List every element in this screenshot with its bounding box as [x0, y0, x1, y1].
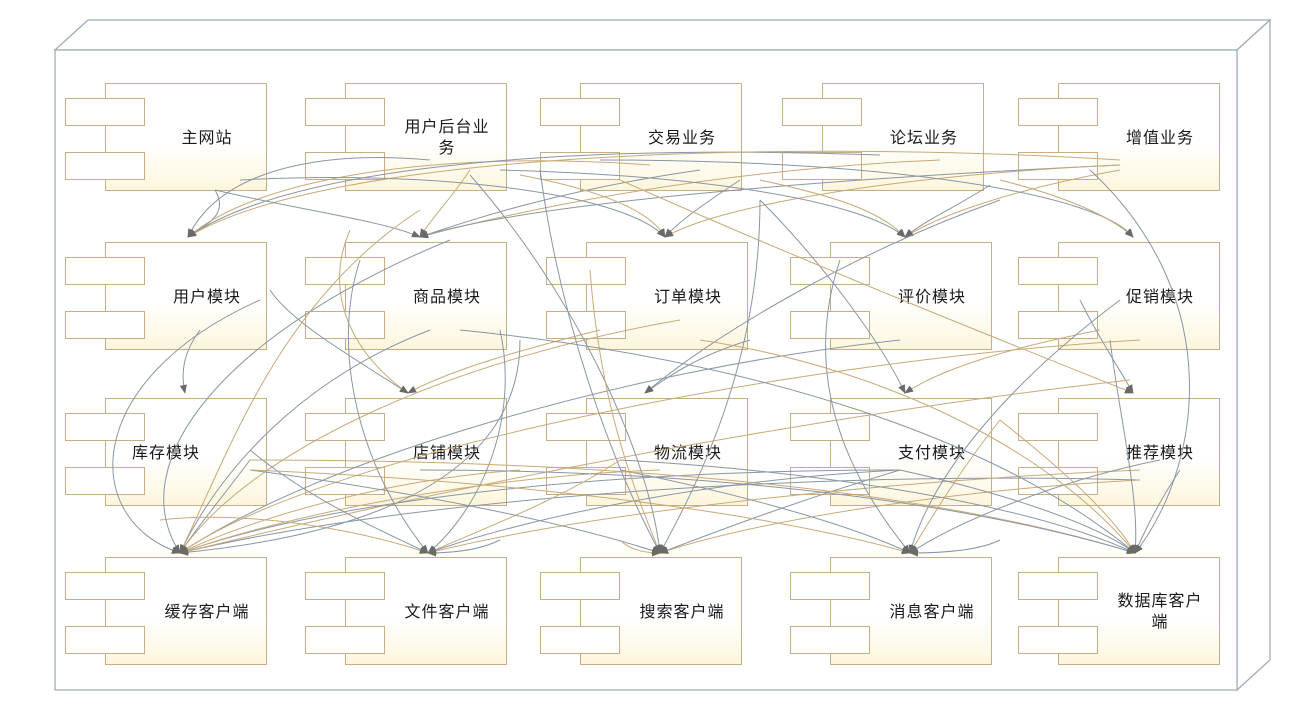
component-tab	[540, 98, 620, 126]
component-tab	[540, 626, 620, 654]
component-tab	[790, 572, 870, 600]
component-tab	[1018, 98, 1098, 126]
component-tab	[305, 413, 385, 441]
component-tab	[790, 467, 870, 495]
component-label: 主网站	[181, 127, 233, 147]
component-label: 论坛业务	[889, 127, 958, 147]
component-label: 推荐模块	[1125, 442, 1194, 462]
component-label: 促销模块	[1125, 286, 1194, 306]
component-label: 物流模块	[653, 442, 722, 462]
component-inventory-module[interactable]: 库存模块	[65, 398, 267, 506]
component-tab	[1018, 413, 1098, 441]
component-tab	[546, 311, 626, 339]
component-shop-module[interactable]: 店铺模块	[305, 398, 507, 506]
component-tab	[65, 152, 145, 180]
component-tab	[65, 572, 145, 600]
component-forum[interactable]: 论坛业务	[782, 83, 984, 191]
component-tab	[65, 257, 145, 285]
component-tab	[782, 152, 862, 180]
component-tab	[546, 257, 626, 285]
component-label: 商品模块	[412, 286, 481, 306]
component-tab	[1018, 572, 1098, 600]
component-product-module[interactable]: 商品模块	[305, 242, 507, 350]
component-review-module[interactable]: 评价模块	[790, 242, 992, 350]
component-label: 店铺模块	[412, 442, 481, 462]
component-tab	[1018, 257, 1098, 285]
component-search-client[interactable]: 搜索客户端	[540, 557, 742, 665]
component-tab	[305, 152, 385, 180]
component-tab	[790, 311, 870, 339]
component-tab	[65, 311, 145, 339]
component-tab	[1018, 311, 1098, 339]
component-label: 库存模块	[131, 442, 200, 462]
node-side-face	[1236, 18, 1271, 692]
component-payment-module[interactable]: 支付模块	[790, 398, 992, 506]
component-tab	[790, 257, 870, 285]
component-user-backend[interactable]: 用户后台业务	[305, 83, 507, 191]
component-cache-client[interactable]: 缓存客户端	[65, 557, 267, 665]
component-tab	[305, 257, 385, 285]
component-trade[interactable]: 交易业务	[540, 83, 742, 191]
component-message-client[interactable]: 消息客户端	[790, 557, 992, 665]
component-tab	[305, 311, 385, 339]
component-value-added[interactable]: 增值业务	[1018, 83, 1220, 191]
component-label: 交易业务	[647, 127, 716, 147]
component-tab	[1018, 467, 1098, 495]
component-tab	[305, 98, 385, 126]
component-tab	[790, 626, 870, 654]
component-main-site[interactable]: 主网站	[65, 83, 267, 191]
component-label: 订单模块	[653, 286, 722, 306]
component-tab	[546, 413, 626, 441]
component-label: 搜索客户端	[639, 601, 725, 621]
component-tab	[305, 572, 385, 600]
component-db-client[interactable]: 数据库客户端	[1018, 557, 1220, 665]
component-tab	[1018, 626, 1098, 654]
component-label: 文件客户端	[404, 601, 490, 621]
component-label: 缓存客户端	[164, 601, 250, 621]
component-tab	[305, 467, 385, 495]
component-logistics-module[interactable]: 物流模块	[546, 398, 748, 506]
component-label: 评价模块	[897, 286, 966, 306]
component-tab	[65, 626, 145, 654]
component-label: 消息客户端	[889, 601, 975, 621]
component-tab	[305, 626, 385, 654]
component-label: 用户模块	[172, 286, 241, 306]
component-tab	[1018, 152, 1098, 180]
component-label: 支付模块	[897, 442, 966, 462]
component-recommend-module[interactable]: 推荐模块	[1018, 398, 1220, 506]
node-top-face	[53, 19, 1272, 51]
component-tab	[790, 413, 870, 441]
component-label: 增值业务	[1125, 127, 1194, 147]
component-label: 数据库客户端	[1117, 591, 1203, 631]
component-file-client[interactable]: 文件客户端	[305, 557, 507, 665]
component-order-module[interactable]: 订单模块	[546, 242, 748, 350]
component-tab	[65, 98, 145, 126]
component-user-module[interactable]: 用户模块	[65, 242, 267, 350]
component-tab	[546, 467, 626, 495]
component-tab	[782, 98, 862, 126]
component-label: 用户后台业务	[404, 117, 490, 157]
component-tab	[540, 572, 620, 600]
component-promo-module[interactable]: 促销模块	[1018, 242, 1220, 350]
component-tab	[540, 152, 620, 180]
